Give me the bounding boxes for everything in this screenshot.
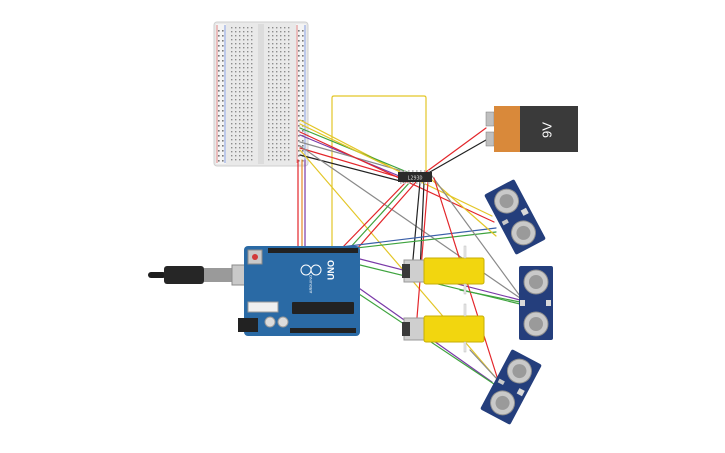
wire-motor-sensor-1 (459, 289, 521, 303)
breadboard-holes (218, 27, 304, 162)
chip-label: L293D (407, 176, 422, 182)
wire-battery-red (425, 127, 487, 173)
breadboard[interactable] (213, 21, 309, 167)
wire-chip-ard-1 (339, 181, 407, 251)
wire-motor-sensor-2 (469, 349, 497, 379)
wire-chip-ard-3 (355, 181, 417, 251)
chip-pins (400, 170, 430, 184)
wire-battery-black (429, 139, 487, 173)
wire-yellow-loop (331, 95, 427, 251)
usb-cable[interactable] (148, 264, 261, 286)
wire-chip-ard-2 (347, 181, 411, 251)
battery-9v[interactable]: 9V (485, 106, 578, 152)
dc-motor-bottom[interactable] (402, 303, 485, 353)
ultrasonic-sensor-bottom[interactable] (480, 349, 542, 425)
ultrasonic-sensor-middle[interactable] (519, 266, 553, 340)
ultrasonic-sensor-top[interactable] (484, 179, 546, 255)
wire-chip-sensor-2 (431, 175, 521, 297)
wire-chip-ard-4 (419, 181, 425, 273)
motor-driver-chip[interactable]: L293D (398, 170, 432, 184)
wire-bb-5 (299, 147, 409, 181)
wire-bb-sensor-1 (299, 123, 493, 217)
arduino-logo: UNO (326, 260, 336, 280)
arduino-uno[interactable]: UNO ARDUINO (148, 246, 360, 336)
wire-chip-ard-6 (411, 181, 421, 271)
arduino-brand: ARDUINO (308, 275, 313, 293)
wire-chip-ard-5 (415, 181, 429, 331)
wire-chip-sensor-1 (431, 179, 497, 237)
wire-bb-6 (299, 154, 405, 183)
dc-motor-top[interactable] (402, 245, 485, 295)
wire-bb-sensor-2 (299, 131, 495, 223)
battery-label: 9V (539, 122, 554, 138)
